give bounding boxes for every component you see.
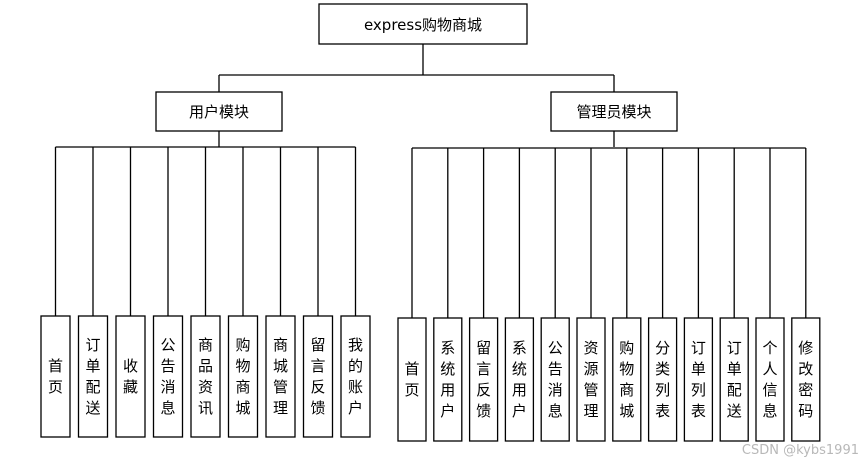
admin-module-label: 管理员模块 <box>576 103 651 121</box>
admin-leaf-label: 公告消息 <box>548 339 563 420</box>
user-leaf-label: 购物商城 <box>235 336 250 417</box>
admin-leaf-label: 订单配送 <box>727 339 742 420</box>
root-box <box>318 3 528 45</box>
root-label: express购物商城 <box>364 16 482 34</box>
user-leaf-box <box>152 315 184 438</box>
user-leaf-label: 商城管理 <box>273 336 288 417</box>
user-leaf-label: 首页 <box>48 357 63 396</box>
user-leaf-box <box>40 315 71 438</box>
user-leaf-label: 留言反馈 <box>310 336 325 417</box>
watermark: CSDN @kybs1991 <box>741 443 859 458</box>
admin-leaf-label: 分类列表 <box>655 339 670 420</box>
user-module-label: 用户模块 <box>189 103 249 121</box>
admin-leaf-box <box>791 317 821 442</box>
admin-leaf-label: 留言反馈 <box>476 339 491 420</box>
user-leaf-box <box>77 315 109 438</box>
admin-leaf-box <box>683 317 714 442</box>
admin-leaf-label: 资源管理 <box>583 339 598 420</box>
admin-leaf-box <box>468 317 499 442</box>
admin-leaf-box <box>647 317 678 442</box>
admin-leaf-box <box>540 317 570 442</box>
user-leaf-label: 收藏 <box>123 357 138 396</box>
admin-leaf-label: 系统用户 <box>440 339 455 420</box>
user-leaf-box <box>265 315 296 438</box>
user-leaf-label: 公告消息 <box>160 336 175 417</box>
admin-leaf-label: 修改密码 <box>798 339 813 420</box>
user-leaf-box <box>190 315 221 438</box>
admin-leaf-label: 购物商城 <box>619 339 634 420</box>
leaf-layer: 首页 订单配送 收藏 公告消息 商品资讯 购物商城 商城管理 留言反馈 我的账户 首页 系统用户 留言… <box>40 146 821 442</box>
admin-leaf-label: 系统用户 <box>512 339 527 420</box>
user-leaf-box <box>115 315 146 438</box>
user-leaf-label: 我的账户 <box>348 336 363 417</box>
admin-leaf-box <box>576 317 606 442</box>
admin-leaf-box <box>397 317 427 442</box>
admin-leaf-label: 订单列表 <box>691 339 706 420</box>
admin-leaf-label: 首页 <box>404 360 419 399</box>
admin-leaf-box <box>504 317 535 442</box>
user-leaf-label: 订单配送 <box>85 336 100 417</box>
admin-module-box <box>550 91 678 132</box>
admin-leaf-box <box>719 317 749 442</box>
admin-leaf-box <box>755 317 785 442</box>
user-leaf-box <box>227 315 259 438</box>
user-leaf-box <box>302 315 334 438</box>
admin-leaf-box <box>433 317 463 442</box>
user-leaf-box <box>340 315 371 438</box>
admin-leaf-label: 个人信息 <box>762 339 777 420</box>
admin-leaf-box <box>612 317 642 442</box>
user-leaf-label: 商品资讯 <box>198 336 213 417</box>
